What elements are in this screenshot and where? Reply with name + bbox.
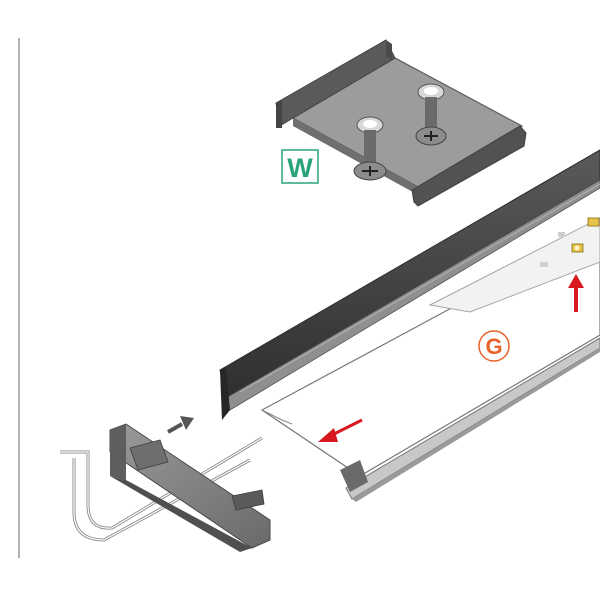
arrow-icon (318, 418, 363, 442)
diffuser-label: G (485, 334, 502, 359)
arrow-up-icon (568, 274, 584, 312)
screw-right (415, 83, 447, 146)
mounting-bracket (275, 39, 527, 207)
cable (60, 436, 263, 542)
screw-left (353, 116, 387, 181)
bracket-label-box: W (281, 149, 319, 184)
diffuser-label-badge: G (478, 330, 510, 362)
bracket-label: W (287, 153, 313, 183)
led-strip (540, 217, 600, 267)
arrow-right-icon (167, 416, 194, 434)
end-cap (109, 423, 271, 552)
aluminium-profile (219, 149, 600, 502)
